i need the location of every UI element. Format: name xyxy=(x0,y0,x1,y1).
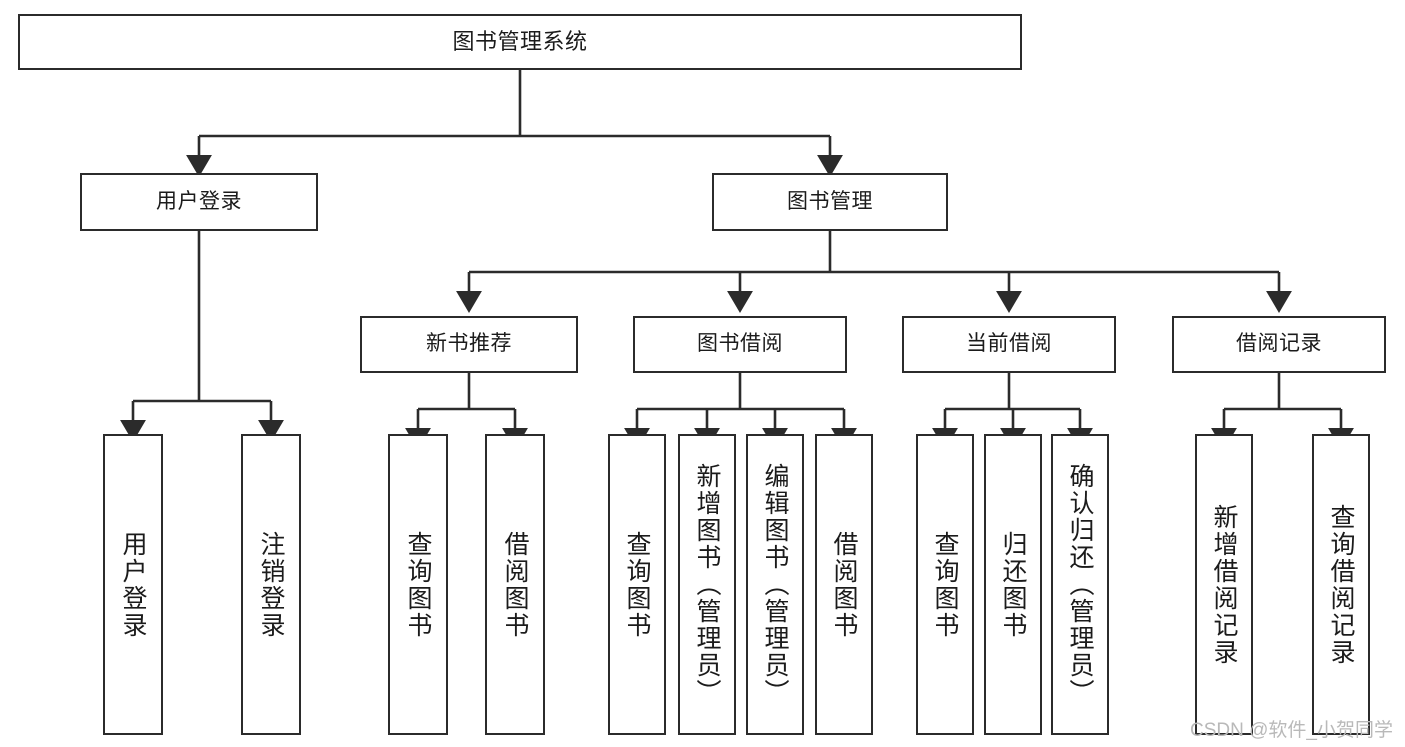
leaf-confirm-return-admin-label: 确认归还（管理员） xyxy=(1066,463,1094,706)
leaf-edit-book-admin-label: 编辑图书（管理员） xyxy=(761,463,789,706)
leaf-query-book-recommend-label: 查询图书 xyxy=(404,530,432,639)
leaf-logout[interactable]: 注销登录 xyxy=(241,434,301,735)
leaf-user-login[interactable]: 用户登录 xyxy=(103,434,163,735)
leaf-add-borrow-record-label: 新增借阅记录 xyxy=(1210,503,1238,666)
leaf-confirm-return-admin[interactable]: 确认归还（管理员） xyxy=(1051,434,1109,735)
leaf-query-book-recommend[interactable]: 查询图书 xyxy=(388,434,448,735)
node-current-borrow-label: 当前借阅 xyxy=(966,332,1052,356)
leaf-add-book-admin[interactable]: 新增图书（管理员） xyxy=(678,434,736,735)
leaf-query-borrow-record[interactable]: 查询借阅记录 xyxy=(1312,434,1370,735)
node-root-label: 图书管理系统 xyxy=(452,29,588,55)
node-book-management[interactable]: 图书管理 xyxy=(712,173,948,231)
node-borrow-record[interactable]: 借阅记录 xyxy=(1172,316,1386,373)
leaf-borrow-book-recommend-label: 借阅图书 xyxy=(501,530,529,639)
leaf-query-book-borrow[interactable]: 查询图书 xyxy=(608,434,666,735)
leaf-logout-label: 注销登录 xyxy=(257,530,285,639)
node-book-borrow-label: 图书借阅 xyxy=(697,332,783,356)
leaf-add-borrow-record[interactable]: 新增借阅记录 xyxy=(1195,434,1253,735)
leaf-query-book-borrow-label: 查询图书 xyxy=(623,530,651,639)
leaf-query-borrow-record-label: 查询借阅记录 xyxy=(1327,503,1355,666)
leaf-borrow-book-label: 借阅图书 xyxy=(830,530,858,639)
leaf-query-book-current-label: 查询图书 xyxy=(931,530,959,639)
node-book-borrow[interactable]: 图书借阅 xyxy=(633,316,847,373)
node-new-book-recommend-label: 新书推荐 xyxy=(426,332,512,356)
node-user-login[interactable]: 用户登录 xyxy=(80,173,318,231)
leaf-return-book-label: 归还图书 xyxy=(999,530,1027,639)
node-borrow-record-label: 借阅记录 xyxy=(1236,332,1322,356)
leaf-borrow-book-recommend[interactable]: 借阅图书 xyxy=(485,434,545,735)
leaf-return-book[interactable]: 归还图书 xyxy=(984,434,1042,735)
node-root[interactable]: 图书管理系统 xyxy=(18,14,1022,70)
leaf-add-book-admin-label: 新增图书（管理员） xyxy=(693,463,721,706)
node-current-borrow[interactable]: 当前借阅 xyxy=(902,316,1116,373)
node-user-login-label: 用户登录 xyxy=(156,189,242,213)
node-book-management-label: 图书管理 xyxy=(787,189,873,213)
leaf-user-login-label: 用户登录 xyxy=(119,530,147,639)
watermark: CSDN @软件_小贺同学 xyxy=(1190,720,1393,741)
node-new-book-recommend[interactable]: 新书推荐 xyxy=(360,316,578,373)
leaf-query-book-current[interactable]: 查询图书 xyxy=(916,434,974,735)
leaf-borrow-book[interactable]: 借阅图书 xyxy=(815,434,873,735)
leaf-edit-book-admin[interactable]: 编辑图书（管理员） xyxy=(746,434,804,735)
